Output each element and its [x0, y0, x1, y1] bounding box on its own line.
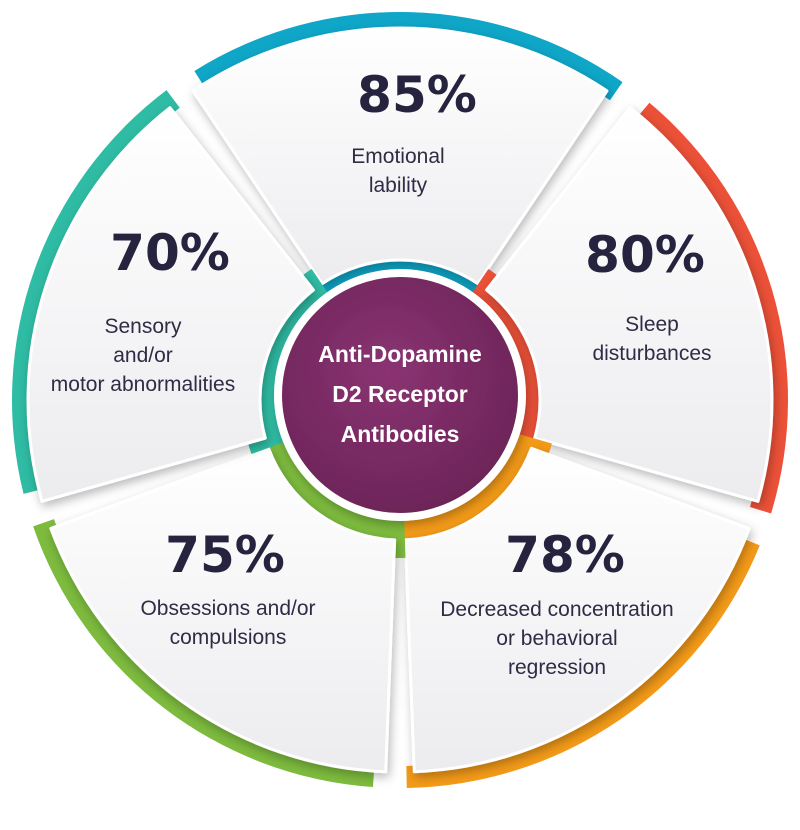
segment-label-line: regression	[508, 656, 606, 679]
center-hub: Anti-Dopamine D2 Receptor Antibodies	[274, 269, 526, 521]
center-title-line: D2 Receptor	[332, 381, 468, 407]
center-circle	[274, 269, 526, 521]
segment-label-line: Sleep	[625, 313, 679, 336]
segment-label-line: lability	[369, 174, 428, 197]
segment-percent: 80%	[585, 226, 705, 284]
segment-card	[191, 26, 609, 286]
segment-label-line: Decreased concentration	[440, 598, 673, 621]
segment-label-line: or behavioral	[496, 627, 617, 650]
segment-ring-arc	[406, 537, 760, 788]
segment-label-line: Emotional	[351, 145, 444, 168]
segment-percent: 85%	[357, 66, 477, 124]
center-title-line: Antibodies	[341, 421, 460, 447]
segment-ring-arc	[194, 12, 623, 101]
segment-card	[49, 446, 397, 774]
segment-card	[403, 446, 751, 774]
segment-label-line: and/or	[113, 344, 173, 367]
segment-percent: 75%	[165, 526, 285, 584]
segment-sensory-motor: 70% Sensory and/or motor abnormalities	[12, 90, 335, 503]
segment-label-line: motor abnormalities	[51, 373, 235, 396]
segment-ring-arc	[33, 519, 375, 788]
segment-label-line: disturbances	[592, 342, 711, 365]
segment-obsessions-compulsions: 75% Obsessions and/or compulsions	[33, 432, 406, 788]
segment-percent: 70%	[110, 224, 230, 282]
segment-label-line: Sensory	[104, 315, 182, 338]
segment-label-line: compulsions	[170, 626, 287, 649]
segment-card	[26, 106, 315, 503]
segment-percent: 78%	[505, 526, 625, 584]
segment-label-line: Obsessions and/or	[140, 597, 315, 620]
segment-card	[485, 106, 774, 503]
center-title-line: Anti-Dopamine	[318, 341, 482, 367]
